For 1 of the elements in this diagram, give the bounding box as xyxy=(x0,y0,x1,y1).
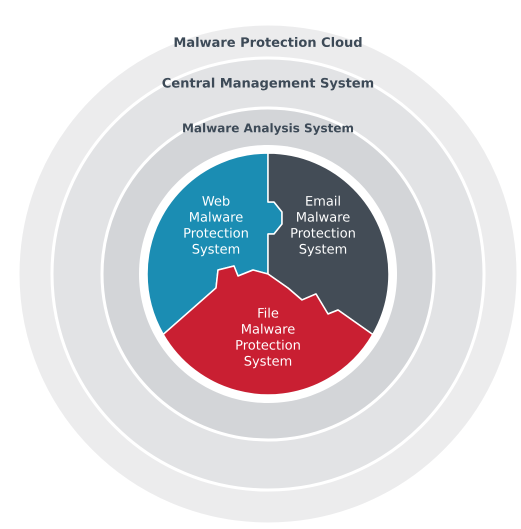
puzzle-piece: File Malware Protection System xyxy=(162,265,374,396)
